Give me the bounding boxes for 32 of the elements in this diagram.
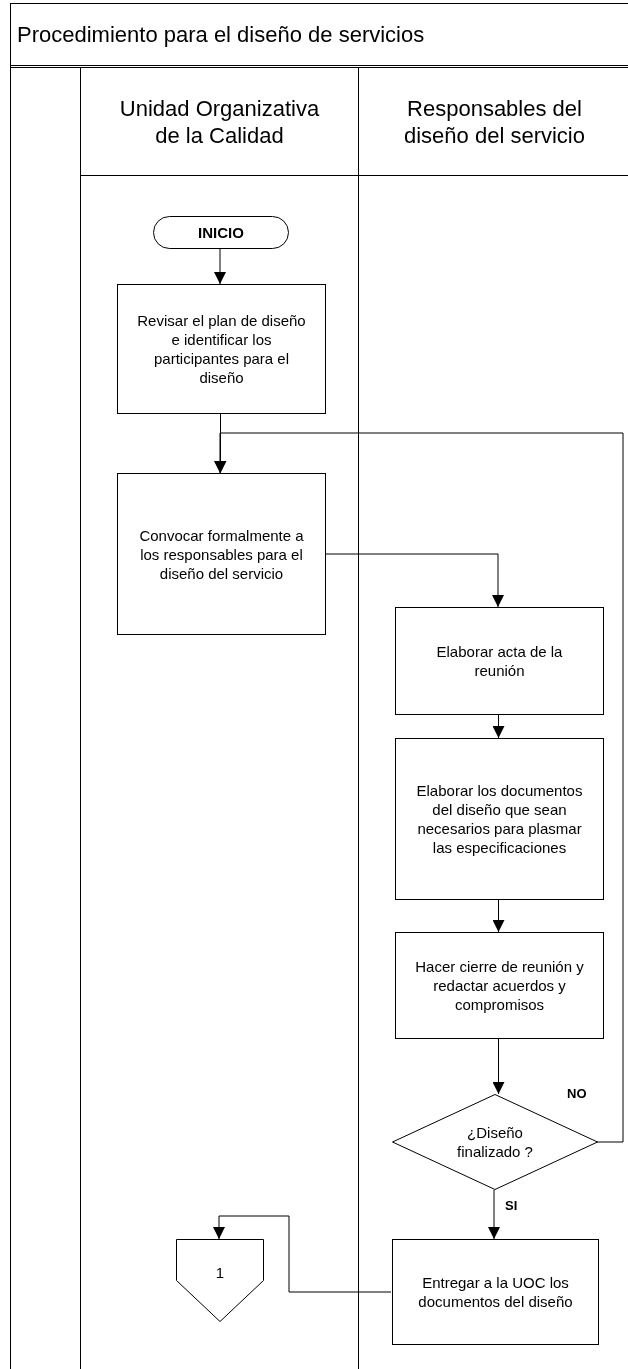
process-box: [117, 284, 326, 414]
arrow: [492, 714, 505, 739]
process-box: [117, 473, 326, 635]
lane-header: Unidad Organizativa de la Calidad: [81, 68, 358, 176]
process-box: [395, 932, 604, 1039]
decision-text: ¿Diseño finalizado ?: [456, 1123, 534, 1161]
arrow: [492, 899, 505, 933]
arrow: [488, 1189, 500, 1240]
arrow: [492, 1038, 505, 1095]
off-page-connector: [176, 1239, 264, 1322]
swimlane: [358, 68, 628, 1369]
arrow: [213, 1215, 392, 1293]
process-text: Revisar el plan de diseño e identificar los participantes para el diseño: [136, 311, 307, 387]
terminator-label: INICIO: [198, 224, 244, 241]
process-text: Entregar a la UOC los documentos del diseño: [417, 1273, 574, 1311]
lane-header: Responsables del diseño del servicio: [359, 68, 628, 176]
edge-label: SI: [503, 1198, 520, 1213]
edge-label: NO: [565, 1086, 589, 1101]
arrow: [324, 553, 504, 608]
arrow: [214, 248, 226, 285]
title-band: Procedimiento para el diseño de servicios: [10, 3, 628, 68]
arrow: [214, 432, 624, 1143]
process-text: Elaborar acta de la reunión: [435, 642, 564, 680]
process-text: Convocar formalmente a los responsables para el diseño del servicio: [138, 525, 305, 583]
process-text: Elaborar los documentos del diseño que sean necesarios para plasmar las especificaciones: [415, 781, 584, 857]
start-terminator: [153, 216, 289, 249]
process-text: Hacer cierre de reunión y redactar acuerdos y compromisos: [414, 957, 585, 1014]
process-box: [395, 738, 604, 900]
process-box: [392, 1239, 599, 1345]
process-box: [395, 607, 604, 715]
connector-number: 1: [215, 1264, 225, 1281]
swimlane: [80, 68, 358, 1369]
